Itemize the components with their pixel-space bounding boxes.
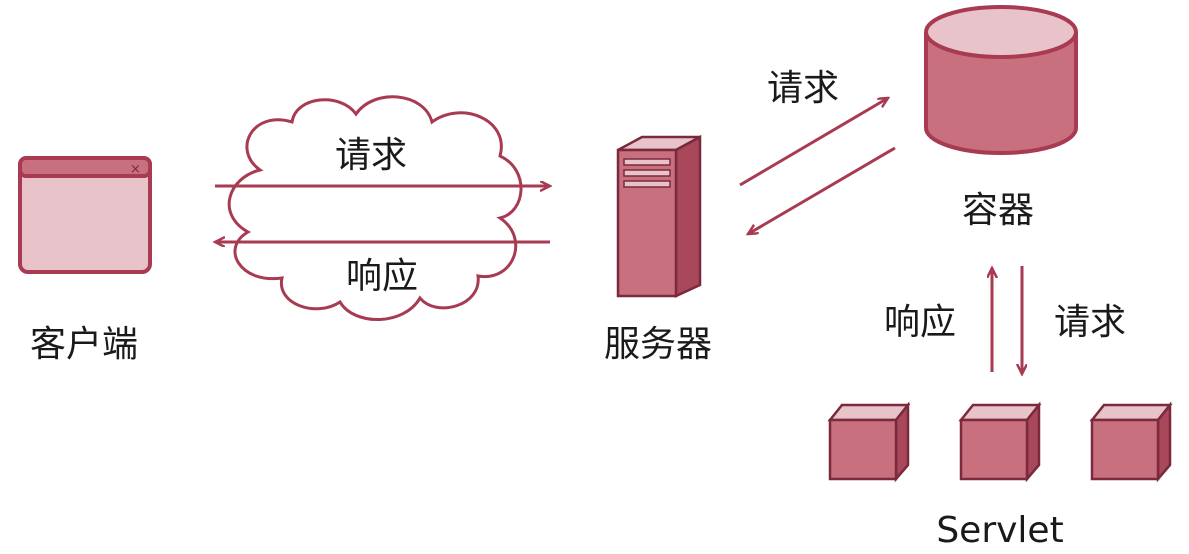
servlet-response-label: 响应 — [884, 302, 956, 343]
servlet-cube-icon — [958, 401, 1042, 483]
container-label: 容器 — [962, 190, 1034, 231]
servlet-request-label: 请求 — [1054, 302, 1126, 343]
client-window-icon: × — [18, 156, 152, 274]
servlet-label: Servlet — [936, 510, 1063, 551]
network-cloud-icon — [227, 95, 523, 321]
servlet-cube-icon — [1089, 401, 1173, 483]
network-request-label: 请求 — [335, 135, 407, 176]
svg-text:×: × — [130, 162, 141, 177]
container-to-server-response-arrow — [748, 146, 896, 234]
server-tower-icon — [616, 134, 702, 298]
servlet-cube-icon — [827, 401, 911, 483]
container-database-icon — [924, 5, 1078, 155]
client-label: 客户端 — [30, 324, 138, 365]
server-label: 服务器 — [604, 324, 712, 365]
server-to-container-request-arrow — [739, 98, 888, 187]
container-request-label: 请求 — [767, 68, 839, 109]
network-response-label: 响应 — [346, 256, 418, 297]
